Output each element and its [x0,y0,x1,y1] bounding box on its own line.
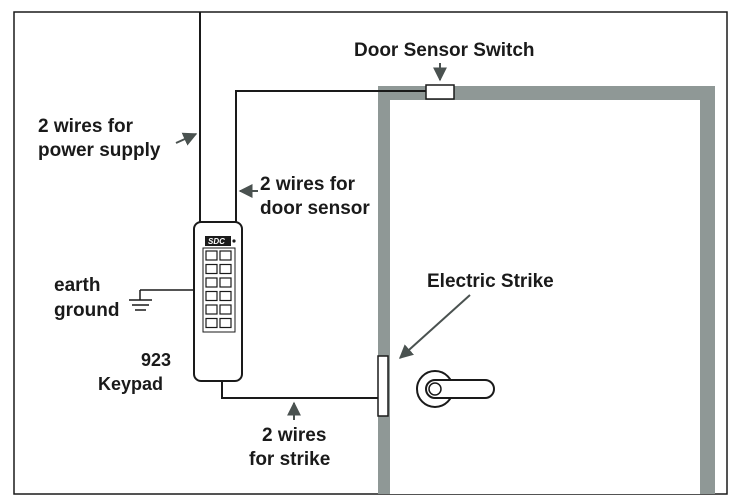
keypad-key [205,250,218,261]
diagram-border [13,11,728,495]
pointer-arrows [175,63,471,420]
power-supply-label-line1: 2 wires for [38,116,134,137]
door-sensor-switch [425,84,455,100]
keypad-key [205,277,218,288]
door-sensor-label-line1: 2 wires for [260,174,356,195]
keypad-model-label: 923 [141,350,171,370]
door-sensor-label-line2: door sensor [260,198,370,219]
keypad-brand-plate [205,236,231,246]
electric-strike [377,355,389,417]
door-handle-icon [416,370,495,408]
earth-label-line2: ground [54,300,119,321]
keypad-key [219,250,232,261]
keypad-key [219,304,232,315]
door-sensor-wire [235,90,426,222]
keypad-key [219,290,232,302]
keypad-key [205,263,218,275]
earth-label-line1: earth [54,275,100,296]
keypad-key [219,263,232,275]
keypad-key [219,317,232,329]
earth-ground-icon [129,290,152,311]
strike-wire [221,381,378,399]
door-sensor-switch-label: Door Sensor Switch [354,40,535,61]
strike-label-line2: for strike [249,449,330,470]
power-supply-label-line2: power supply [38,140,161,161]
power-supply-arrow [175,132,198,146]
electric-strike-arrow [398,294,471,359]
keypad-icon: SDC [193,221,243,382]
keypad-key [219,277,232,288]
keypad-name-label: Keypad [98,374,163,394]
electric-strike-label: Electric Strike [427,271,554,292]
keypad-brand: SDC [208,237,225,246]
strike-label-line1: 2 wires [262,425,326,446]
keypad-key [205,290,218,302]
keypad-keys [205,250,232,329]
keypad-key [205,304,218,315]
door-frame [378,86,715,494]
keypad-key [205,317,218,329]
